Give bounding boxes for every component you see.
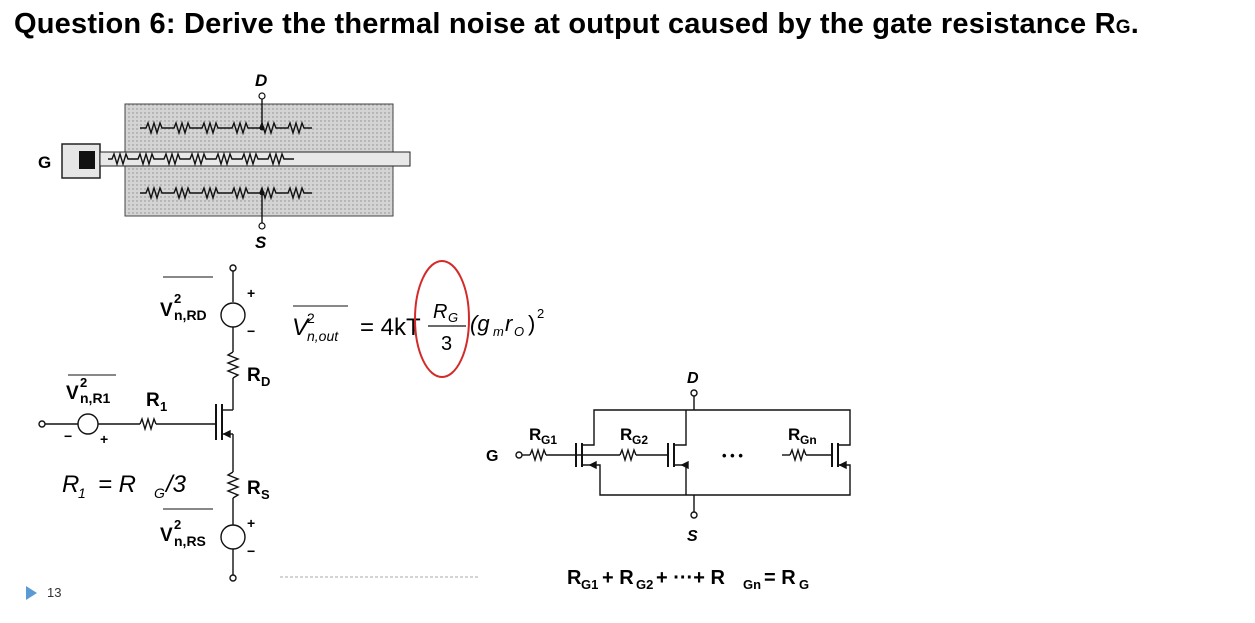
layout-resistor-row-mid xyxy=(108,151,294,167)
layout-figure: D G S xyxy=(38,71,411,252)
svg-text:1: 1 xyxy=(160,399,167,414)
noise-source-rs xyxy=(220,524,246,550)
svg-text:G1: G1 xyxy=(581,577,598,592)
svg-text:Gn: Gn xyxy=(800,433,817,447)
noise-source-rd xyxy=(220,302,246,328)
distributed-labels: G D S R G1 R G2 R Gn • • • R G1 + R G2 +… xyxy=(280,370,817,592)
label-v-r1: V xyxy=(66,383,79,404)
svg-text:2: 2 xyxy=(80,375,87,390)
svg-text:+ ···+ R: + ···+ R xyxy=(656,567,725,589)
svg-text:G: G xyxy=(799,577,809,592)
svg-text:R: R xyxy=(567,567,582,589)
svg-text:m: m xyxy=(493,324,504,339)
drain-terminal xyxy=(258,92,266,100)
resistor-r1 xyxy=(139,416,157,432)
svg-text:n,RD: n,RD xyxy=(174,307,207,323)
svg-text:−: − xyxy=(64,428,72,444)
svg-text:n,RS: n,RS xyxy=(174,533,206,549)
svg-text:V: V xyxy=(292,314,310,341)
noise-model-schematic xyxy=(38,264,246,582)
plus-rd: + xyxy=(247,285,255,301)
noise-source-r1 xyxy=(77,413,99,435)
svg-text:= R: = R xyxy=(764,567,796,589)
svg-text:2: 2 xyxy=(174,517,181,532)
svg-text:2: 2 xyxy=(174,291,181,306)
svg-text:n,R1: n,R1 xyxy=(80,390,111,406)
svg-text:O: O xyxy=(514,324,524,339)
svg-text:R: R xyxy=(433,301,447,323)
svg-text:D: D xyxy=(261,374,270,389)
label-rd: R xyxy=(247,365,261,386)
svg-text:G: G xyxy=(448,310,458,325)
svg-text:3: 3 xyxy=(441,333,452,355)
slide-title: Question 6: Derive the thermal noise at … xyxy=(14,8,1139,41)
resistor-rgn xyxy=(789,447,807,463)
svg-text:R: R xyxy=(788,425,800,444)
svg-text:G2: G2 xyxy=(632,433,648,447)
svg-text:R: R xyxy=(62,471,79,498)
svg-text:2: 2 xyxy=(537,306,544,321)
svg-text:Gn: Gn xyxy=(743,577,761,592)
sum-equation: R G1 + R G2 + ···+ R Gn = R G xyxy=(567,567,809,592)
svg-text:2: 2 xyxy=(307,310,315,326)
r1-equation: R 1 = R G /3 xyxy=(62,471,187,501)
distributed-gate-schematic xyxy=(515,389,851,519)
svg-text:• • •: • • • xyxy=(722,448,743,463)
highlight-circle xyxy=(414,260,470,378)
title-main: Question 6: Derive the thermal noise at … xyxy=(14,8,1116,40)
label-v-rd: V xyxy=(160,300,173,321)
label-r1: R xyxy=(146,390,160,411)
output-noise-equation: V 2 n,out = 4kT R G 3 (g m r O ) 2 xyxy=(292,260,544,378)
svg-text:G: G xyxy=(486,448,498,465)
gate-contact-square xyxy=(79,151,95,169)
page-number-area: 13 xyxy=(26,585,61,600)
resistor-rg2 xyxy=(619,447,637,463)
resistor-rd xyxy=(226,351,240,379)
svg-text:= R: = R xyxy=(98,471,136,498)
svg-text:+ R: + R xyxy=(602,567,634,589)
minus-rd: − xyxy=(247,323,255,339)
layout-label-s: S xyxy=(255,233,267,252)
layout-resistor-row-bottom xyxy=(140,185,312,201)
svg-text:): ) xyxy=(528,311,535,336)
svg-text:(g: (g xyxy=(470,311,490,336)
page-arrow-icon xyxy=(26,585,37,600)
layout-label-g: G xyxy=(38,153,51,172)
svg-text:+: + xyxy=(247,515,255,531)
svg-text:1: 1 xyxy=(78,485,86,501)
resistor-rg1 xyxy=(529,447,547,463)
svg-text:S: S xyxy=(261,487,270,502)
svg-text:/3: /3 xyxy=(164,471,187,498)
svg-text:S: S xyxy=(687,528,698,545)
svg-text:r: r xyxy=(505,311,514,336)
svg-text:−: − xyxy=(247,543,255,559)
svg-text:n,out: n,out xyxy=(307,328,339,344)
page-number: 13 xyxy=(47,585,62,600)
noise-model-labels: + − V 2 n,RD R D V 2 n,R1 R 1 − + R S + … xyxy=(62,276,270,559)
svg-text:G2: G2 xyxy=(636,577,653,592)
svg-text:R: R xyxy=(529,425,541,444)
svg-text:R: R xyxy=(620,425,632,444)
label-v-rs: V xyxy=(160,525,173,546)
label-rs: R xyxy=(247,478,261,499)
layout-resistor-row-top xyxy=(140,120,312,136)
title-sub: G xyxy=(1115,17,1131,38)
svg-text:= 4kT: = 4kT xyxy=(360,314,421,341)
svg-text:G1: G1 xyxy=(541,433,557,447)
svg-text:G: G xyxy=(154,485,165,501)
layout-label-d: D xyxy=(255,71,267,90)
resistor-rs xyxy=(226,471,240,499)
source-terminal xyxy=(258,222,266,230)
svg-text:D: D xyxy=(687,370,699,387)
svg-text:+: + xyxy=(100,431,108,447)
title-end: . xyxy=(1130,8,1140,40)
